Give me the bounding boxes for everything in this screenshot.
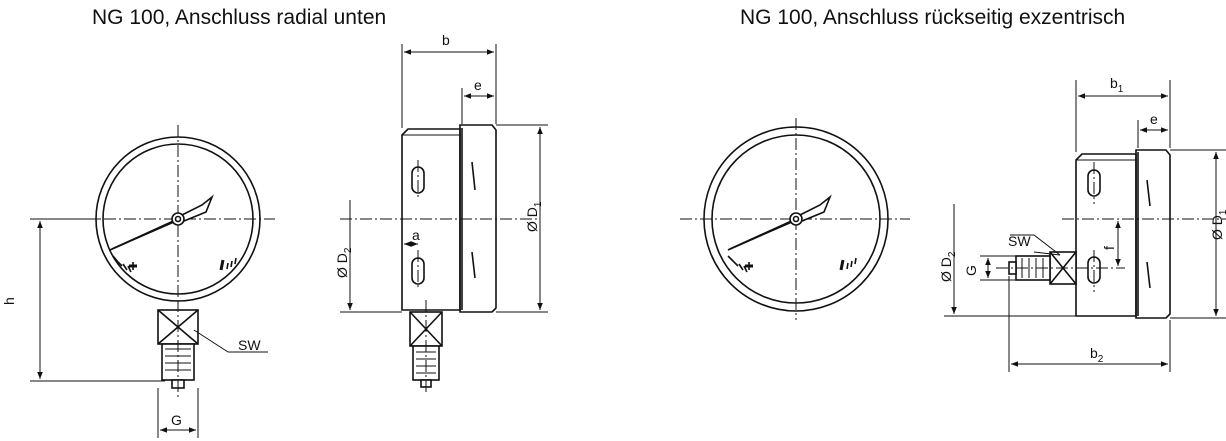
- title-rear-eccentric: NG 100, Anschluss rückseitig exzentrisch: [740, 6, 1126, 29]
- label-b2: b2: [1090, 345, 1104, 365]
- pointer: [727, 194, 832, 251]
- scale-ticks-right: [839, 257, 857, 271]
- label-h: h: [1, 297, 17, 305]
- gauge-side-rear: [944, 80, 1226, 372]
- label-d2-right: Ø D2: [938, 251, 958, 282]
- gauge-front-rear: [680, 118, 910, 320]
- label-d2-left: Ø D2: [334, 247, 354, 278]
- pointer: [109, 194, 214, 251]
- label-sw-right: SW: [1008, 233, 1031, 249]
- gauge-front-radial: [30, 125, 275, 438]
- label-g-left: G: [171, 412, 182, 428]
- label-b1: b1: [1110, 75, 1124, 95]
- gauge-side-radial: [340, 44, 548, 395]
- label-e-right: e: [1150, 111, 1158, 127]
- label-d1-left: Ø D1: [524, 201, 544, 232]
- label-d1-right: Ø D1: [1209, 209, 1226, 240]
- title-radial-bottom: NG 100, Anschluss radial unten: [92, 6, 387, 29]
- label-e-left: e: [474, 77, 482, 93]
- label-f: f: [1101, 246, 1117, 250]
- label-g-right: G: [963, 265, 979, 276]
- scale-ticks-left: [727, 255, 753, 273]
- scale-ticks-right: [219, 257, 237, 271]
- label-sw-left: SW: [238, 337, 261, 353]
- scale-ticks-left: [112, 255, 137, 273]
- label-a: a: [412, 227, 420, 243]
- label-b-left: b: [442, 32, 450, 48]
